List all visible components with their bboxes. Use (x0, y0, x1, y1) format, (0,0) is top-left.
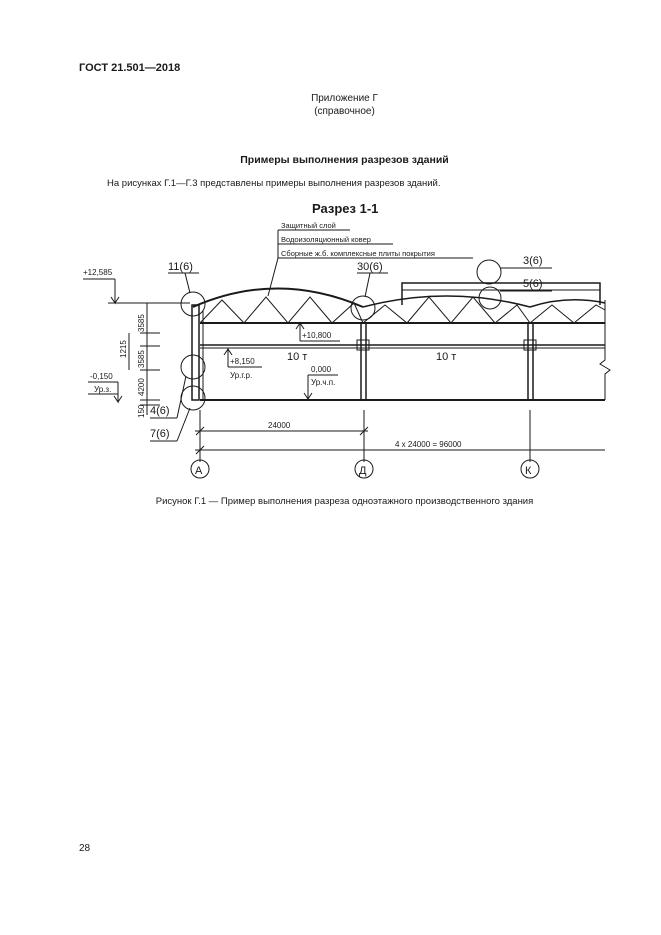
intro-paragraph: На рисунках Г.1—Г.3 представлены примеры… (107, 178, 441, 189)
level-top: +12,585 (83, 268, 113, 277)
standard-header: ГОСТ 21.501—2018 (79, 62, 181, 74)
level-crane-note: Ур.г.р. (230, 371, 252, 380)
level-floor: 0,000 (311, 365, 332, 374)
dim-v-4200: 4200 (137, 378, 146, 396)
figure-title: Разрез 1-1 (312, 201, 378, 216)
crane-load-2: 10 т (436, 351, 456, 363)
appendix-title: Приложение Г (311, 93, 378, 104)
dim-v-1215: 1215 (119, 340, 128, 358)
axis-a: А (195, 465, 203, 477)
axis-d: Д (359, 465, 367, 477)
level-crane: +8,150 (230, 357, 255, 366)
callout-11: 11(6) (168, 261, 193, 273)
callout-5: 5(6) (523, 278, 543, 290)
layer-1-label: Защитный слой (281, 221, 336, 230)
callout-4: 4(6) (150, 405, 170, 417)
dim-v-3585a: 3585 (137, 314, 146, 332)
level-ground: -0,150 (90, 372, 113, 381)
dim-span: 24000 (268, 421, 291, 430)
figure-caption: Рисунок Г.1 — Пример выполнения разреза … (155, 496, 534, 507)
layer-3-label: Сборные ж.б. комплексные плиты покрытия (281, 249, 435, 258)
callout-7: 7(6) (150, 428, 170, 440)
level-truss: +10,800 (302, 331, 332, 340)
dim-v-150: 150 (137, 404, 146, 418)
dim-total: 4 х 24000 = 96000 (395, 440, 462, 449)
appendix-subtitle: (справочное) (314, 106, 375, 117)
layer-2-label: Водоизоляционный ковер (281, 235, 371, 244)
level-floor-note: Ур.ч.п. (311, 378, 335, 387)
crane-load-1: 10 т (287, 351, 307, 363)
section-title: Примеры выполнения разрезов зданий (240, 154, 449, 166)
axis-k: К (525, 465, 532, 477)
callout-30: 30(6) (357, 261, 383, 273)
level-ground-note: Ур.з. (94, 385, 111, 394)
dim-v-3585b: 3585 (137, 350, 146, 368)
page-number: 28 (79, 843, 91, 854)
callout-3: 3(6) (523, 255, 543, 267)
